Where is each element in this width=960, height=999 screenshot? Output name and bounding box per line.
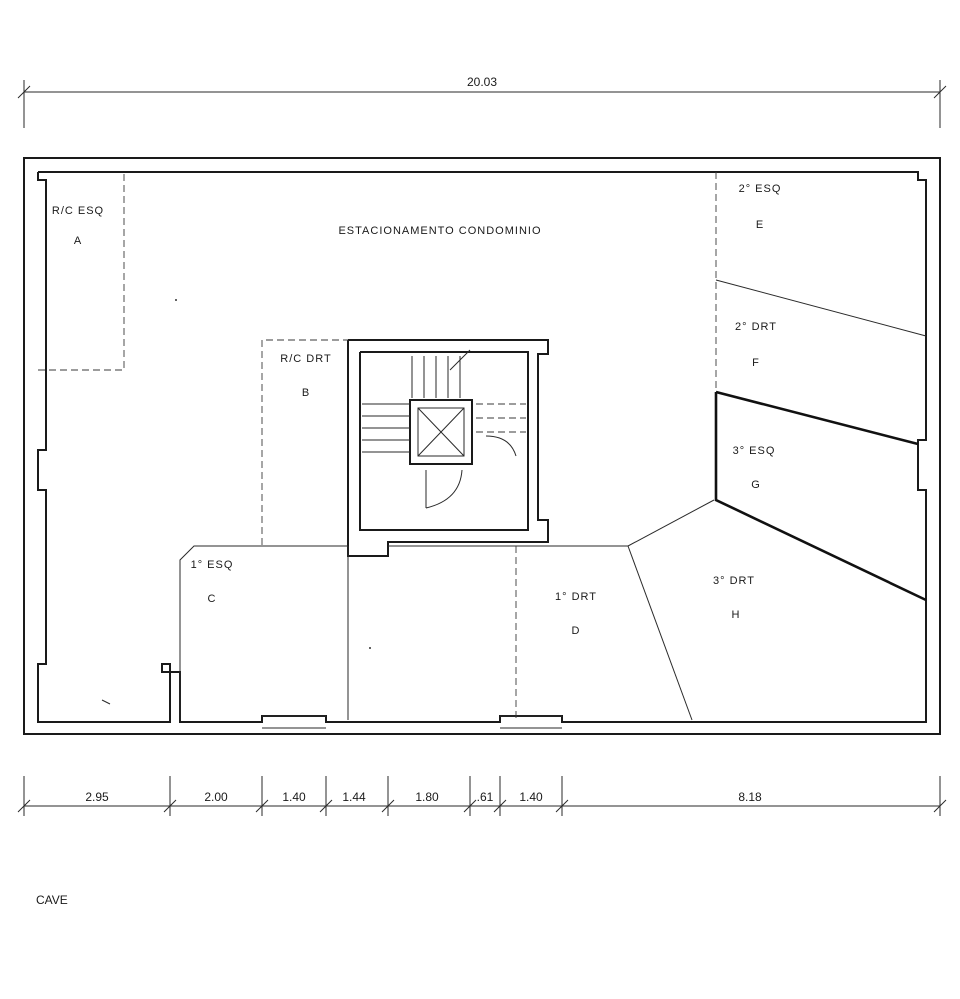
space-e-title: 2° ESQ	[739, 183, 782, 195]
space-a-letter: A	[74, 235, 82, 247]
segment-dimension-line	[17, 776, 947, 816]
stair-core	[347, 339, 549, 557]
segment-label: 8.18	[738, 790, 762, 804]
space-f-title: 2° DRT	[735, 321, 777, 333]
segment-label: 1.80	[415, 790, 439, 804]
segment-label: 1.40	[519, 790, 543, 804]
space-e-letter: E	[756, 219, 764, 231]
segment-label: 2.95	[85, 790, 109, 804]
space-h-letter: H	[732, 609, 741, 621]
overall-dimension-label: 20.03	[467, 75, 497, 89]
segment-label: 2.00	[204, 790, 228, 804]
stray-dot	[175, 299, 177, 301]
segment-label: 1.44	[342, 790, 366, 804]
segment-label: 1.40	[282, 790, 306, 804]
stray-mark	[101, 699, 111, 705]
space-d-letter: D	[572, 625, 581, 637]
segment-label: .61	[477, 790, 494, 804]
space-h-title: 3° DRT	[713, 575, 755, 587]
space-g-title: 3° ESQ	[733, 445, 776, 457]
space-c-title: 1° ESQ	[191, 559, 234, 571]
partition-lines	[38, 172, 927, 721]
outer-walls	[23, 157, 941, 735]
space-g-letter: G	[751, 479, 761, 491]
main-area-label: ESTACIONAMENTO CONDOMINIO	[338, 225, 541, 237]
space-b-letter: B	[302, 387, 310, 399]
floor-label: CAVE	[36, 893, 68, 907]
overall-dimension-line	[17, 80, 947, 128]
space-f-letter: F	[752, 357, 760, 369]
space-d-title: 1° DRT	[555, 591, 597, 603]
space-b-title: R/C DRT	[280, 353, 331, 365]
space-c-letter: C	[208, 593, 217, 605]
space-a-title: R/C ESQ	[52, 205, 104, 217]
stray-dot	[369, 647, 371, 649]
